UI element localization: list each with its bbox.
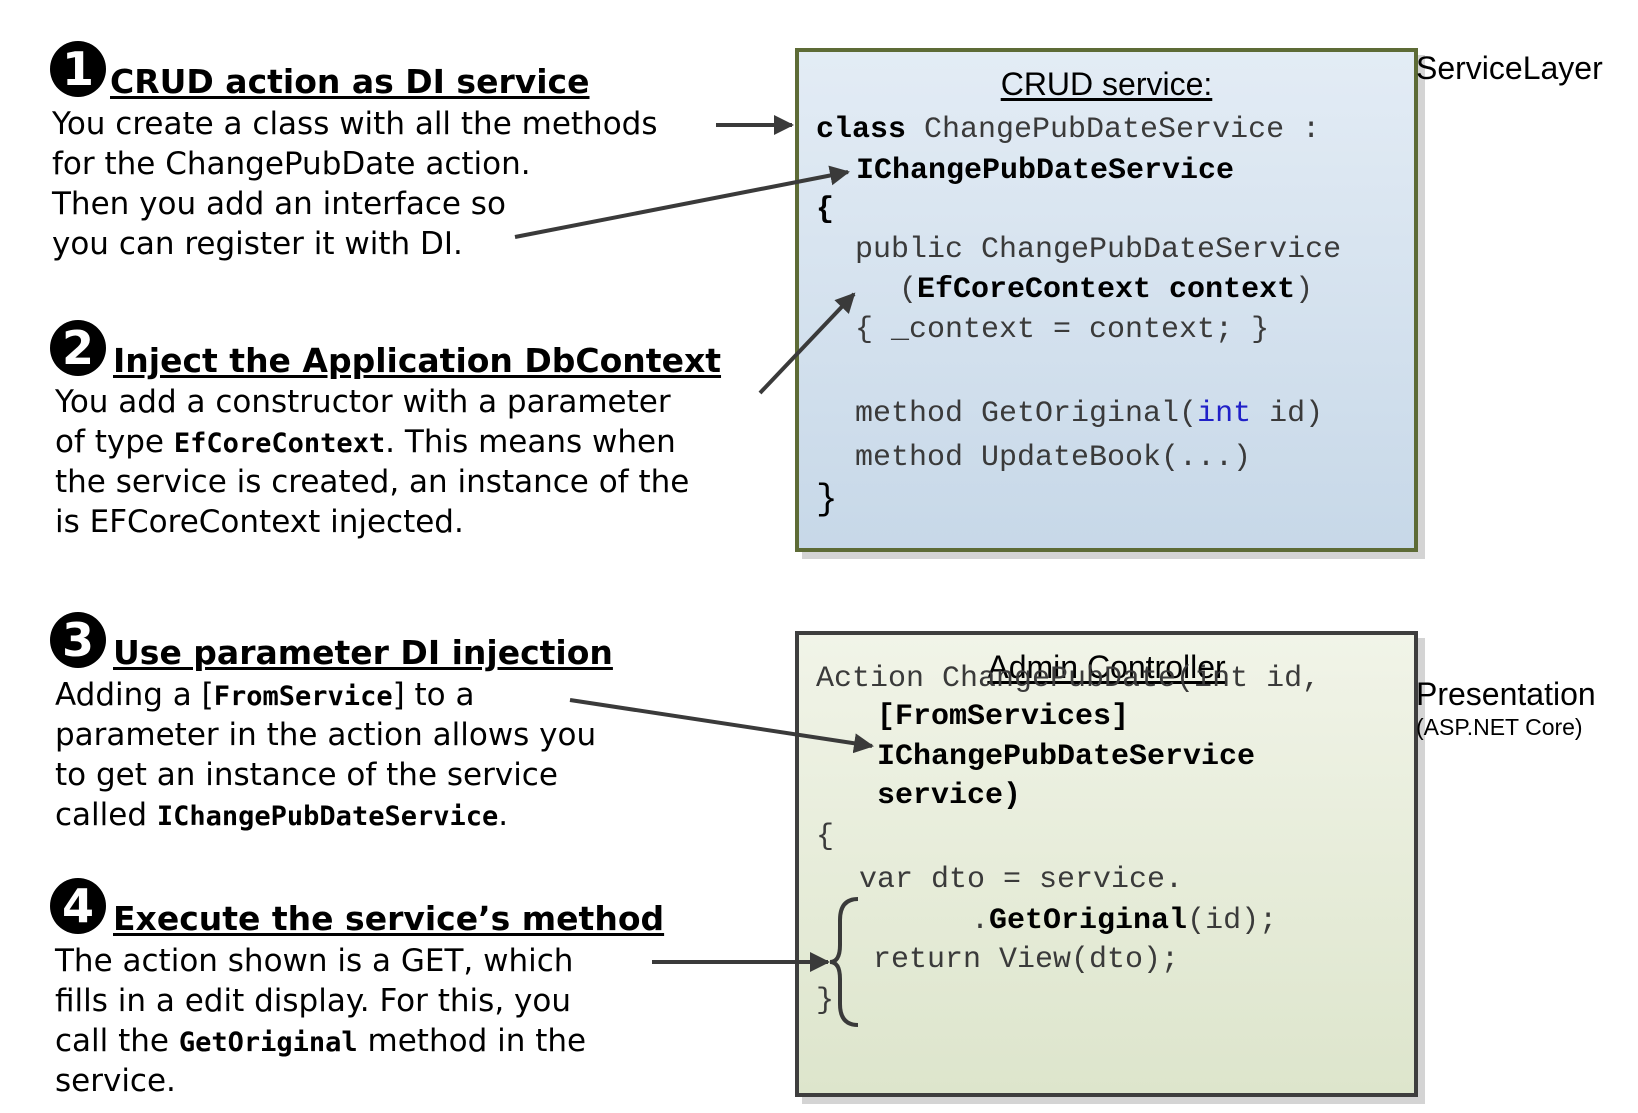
admin-controller-box: Admin Controller Action ChangePubDate(in… bbox=[795, 631, 1418, 1097]
controller-open-brace: { bbox=[816, 820, 835, 854]
step-2-text: You add a constructor with a parameter o… bbox=[55, 382, 689, 542]
controller-param-type-line: IChangePubDateService bbox=[877, 737, 1255, 777]
step-2-line: the service is created, an instance of t… bbox=[55, 464, 690, 500]
interface-name: IChangePubDateService bbox=[856, 154, 1235, 188]
step-3-text-post: . bbox=[498, 797, 509, 833]
step-3-text: Adding a [FromService] to a parameter in… bbox=[55, 675, 596, 835]
crud-service-box: CRUD service: class ChangePubDateService… bbox=[795, 48, 1418, 552]
body-brace bbox=[829, 897, 859, 1027]
arrow-step2-to-ctor bbox=[758, 292, 856, 395]
step-4-line: service. bbox=[55, 1063, 176, 1099]
controller-body-1: var dto = service. bbox=[859, 863, 1184, 897]
service-box-title: CRUD service: bbox=[1000, 66, 1213, 102]
step-1-line: You create a class with all the methods bbox=[52, 106, 658, 142]
class-name: ChangePubDateService : bbox=[906, 113, 1321, 147]
controller-close-brace: } bbox=[816, 984, 835, 1018]
step-1-line: for the ChangePubDate action. bbox=[52, 146, 531, 182]
step-4-code: GetOriginal bbox=[178, 1027, 358, 1058]
service-ctor-param-line: (EfCoreContext context) bbox=[899, 270, 1313, 310]
param-type: IChangePubDateService bbox=[877, 740, 1256, 774]
controller-param-name-line: service) bbox=[877, 776, 1021, 816]
step-2-code: EfCoreContext bbox=[173, 428, 386, 459]
controller-body-2: .GetOriginal(id); bbox=[971, 901, 1277, 941]
step-3-line: Adding a [FromService] to a bbox=[55, 675, 596, 715]
service-open-brace: { bbox=[816, 190, 834, 230]
brace: { bbox=[816, 193, 835, 227]
step-3-line: parameter in the action allows you bbox=[55, 717, 597, 753]
step-4-text-post: method in the bbox=[357, 1023, 587, 1059]
dot: . bbox=[971, 904, 990, 938]
step-2-number: 2 bbox=[50, 320, 106, 376]
step-2-heading: Inject the Application DbContext bbox=[113, 341, 722, 380]
step-1-heading: CRUD action as DI service bbox=[110, 62, 590, 101]
step-1-number: 1 bbox=[50, 41, 106, 97]
step-4-heading: Execute the service’s method bbox=[113, 899, 665, 938]
presentation-layer-label: Presentation bbox=[1416, 676, 1596, 712]
param-name: service) bbox=[877, 779, 1022, 813]
step-2-line: is EFCoreContext injected. bbox=[55, 504, 464, 540]
presentation-layer-sublabel: (ASP.NET Core) bbox=[1416, 714, 1583, 740]
method-text: id) bbox=[1251, 397, 1324, 431]
step-3-code: IChangePubDateService bbox=[156, 801, 499, 832]
step-3-number: 3 bbox=[50, 612, 106, 668]
step-2-text-pre: of type bbox=[55, 424, 174, 460]
controller-body-3: return View(dto); bbox=[873, 943, 1180, 977]
step-3-heading: Use parameter DI injection bbox=[113, 633, 613, 672]
service-layer-label: ServiceLayer bbox=[1416, 50, 1603, 86]
controller-box-title: Admin Controller bbox=[987, 649, 1226, 685]
step-1-text: You create a class with all the methods … bbox=[52, 104, 658, 264]
arrow-step3-to-attr bbox=[569, 698, 874, 754]
step-4-line: The action shown is a GET, which bbox=[55, 943, 574, 979]
arrow-step1-to-interface bbox=[514, 165, 850, 239]
service-method-2: method UpdateBook(...) bbox=[855, 441, 1252, 475]
step-4-line: call the GetOriginal method in the bbox=[55, 1021, 586, 1061]
step-3-text-pre: Adding a [ bbox=[55, 677, 214, 713]
controller-action-line: Action ChangePubDate(int id, bbox=[816, 662, 1321, 696]
step-1-line: Then you add an interface so bbox=[52, 186, 506, 222]
ctor-param: EfCoreContext context bbox=[917, 273, 1296, 307]
paren: ( bbox=[899, 273, 918, 307]
step-3-text-post: ] to a bbox=[392, 677, 475, 713]
step-4-line: fills in a edit display. For this, you bbox=[55, 983, 571, 1019]
step-4-text: The action shown is a GET, which fills i… bbox=[55, 941, 586, 1101]
fromservices-attr: [FromServices] bbox=[877, 700, 1130, 734]
getoriginal-call: GetOriginal bbox=[989, 904, 1188, 938]
method-text: method GetOriginal( bbox=[855, 397, 1198, 431]
step-2-text-post: . This means when bbox=[385, 424, 676, 460]
paren: ) bbox=[1295, 273, 1314, 307]
step-4-text-pre: call the bbox=[55, 1023, 179, 1059]
class-keyword: class bbox=[816, 113, 907, 147]
step-1-line: you can register it with DI. bbox=[52, 226, 463, 262]
step-3-text-pre: called bbox=[55, 797, 157, 833]
step-4-number: 4 bbox=[50, 878, 106, 934]
step-3-code: FromService bbox=[213, 681, 393, 712]
service-method-1: method GetOriginal(int id) bbox=[855, 394, 1323, 434]
service-interface-line: IChangePubDateService bbox=[856, 151, 1234, 191]
call-args: (id); bbox=[1187, 904, 1278, 938]
controller-attr-line: [FromServices] bbox=[877, 697, 1129, 737]
service-class-line: class ChangePubDateService : bbox=[816, 110, 1320, 150]
step-3-line: called IChangePubDateService. bbox=[55, 795, 596, 835]
step-3-line: to get an instance of the service bbox=[55, 757, 558, 793]
step-2-line: You add a constructor with a parameter bbox=[55, 384, 671, 420]
service-ctor-body: { _context = context; } bbox=[855, 313, 1270, 347]
service-ctor-line: public ChangePubDateService bbox=[855, 233, 1342, 267]
int-keyword: int bbox=[1197, 397, 1252, 431]
service-close-brace: } bbox=[816, 479, 838, 520]
step-2-line: of type EfCoreContext. This means when bbox=[55, 422, 689, 462]
